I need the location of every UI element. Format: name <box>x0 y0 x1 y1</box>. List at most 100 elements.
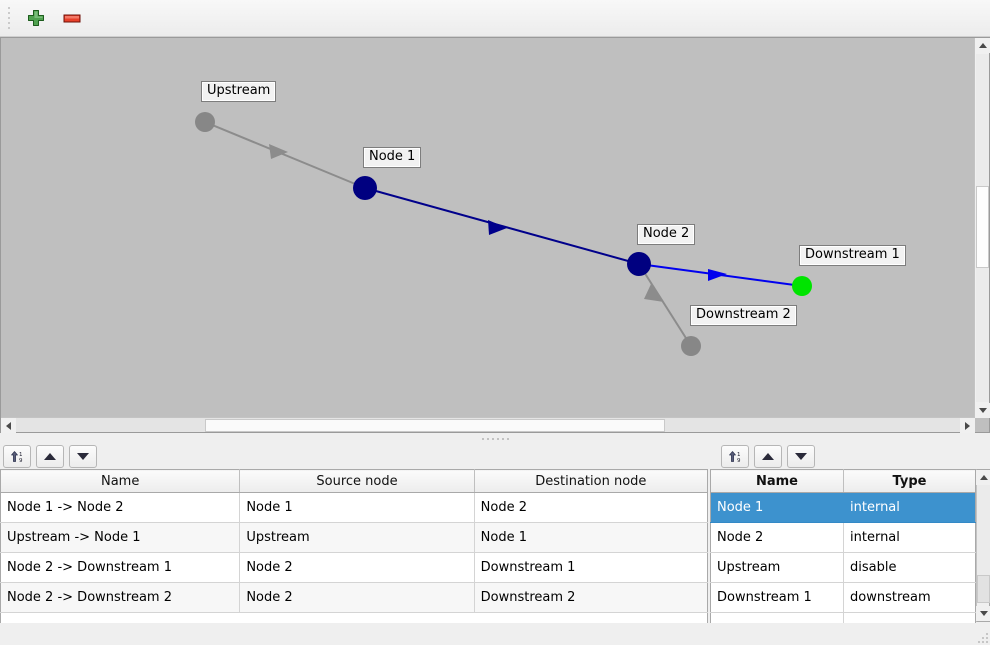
status-bar <box>0 623 990 645</box>
nodes-cell-type: internal <box>843 522 976 553</box>
nodes-panel-toolbar: 1 9 <box>710 443 990 469</box>
links-table[interactable]: Name Source node Destination node Node 1… <box>0 469 708 630</box>
window-resize-grip[interactable] <box>976 631 988 643</box>
svg-text:1: 1 <box>19 452 23 458</box>
nodes-move-up-button[interactable] <box>754 444 782 468</box>
links-table-container: Name Source node Destination node Node 1… <box>0 469 708 630</box>
graph-canvas-panel: Upstream Node 1 Node 2 Downstream 1 Down… <box>0 37 990 433</box>
links-cell-name: Node 2 -> Downstream 2 <box>0 582 241 613</box>
table-row[interactable]: Node 2 internal <box>710 522 976 553</box>
links-move-down-button[interactable] <box>69 444 97 468</box>
canvas-vscroll-thumb[interactable] <box>976 186 989 268</box>
graph-canvas[interactable]: Upstream Node 1 Node 2 Downstream 1 Down… <box>1 38 975 418</box>
green-plus-icon <box>28 10 44 26</box>
links-panel: 1 9 Name Source node Destination node <box>0 443 708 630</box>
sort-ascending-icon: 1 9 <box>728 450 741 464</box>
svg-text:1: 1 <box>737 452 741 458</box>
scroll-up-button[interactable] <box>975 38 990 53</box>
nodes-sort-button[interactable]: 1 9 <box>721 444 749 468</box>
remove-button[interactable] <box>56 3 88 33</box>
nodes-cell-name: Node 2 <box>710 522 844 553</box>
node-label-node2[interactable]: Node 2 <box>637 224 696 245</box>
scroll-left-button[interactable] <box>1 418 16 433</box>
canvas-hscroll-thumb[interactable] <box>205 419 665 432</box>
node-label-node1[interactable]: Node 1 <box>363 147 422 168</box>
node-label-downstream2[interactable]: Downstream 2 <box>690 305 797 326</box>
links-cell-destination: Downstream 1 <box>474 552 708 583</box>
triangle-up-icon <box>978 43 987 48</box>
node-label-upstream[interactable]: Upstream <box>201 81 277 102</box>
edge-node1-node2[interactable] <box>364 187 640 265</box>
graph-node-downstream1[interactable] <box>792 276 812 296</box>
links-col-source[interactable]: Source node <box>239 469 475 493</box>
graph-node-downstream2[interactable] <box>681 336 701 356</box>
add-button[interactable] <box>20 3 52 33</box>
triangle-right-icon <box>965 421 970 430</box>
graph-svg <box>195 112 812 356</box>
nodes-cell-name: Upstream <box>710 552 844 583</box>
triangle-down-icon <box>978 408 987 413</box>
links-panel-toolbar: 1 9 <box>0 443 708 469</box>
nodes-table-container: Name Type Node 1 internal Node 2 interna… <box>710 469 990 630</box>
nodes-col-name[interactable]: Name <box>710 469 844 493</box>
edge-node2-downstream2[interactable] <box>638 263 692 347</box>
arrow-down-icon <box>795 452 807 460</box>
nodes-vscroll-track-upper[interactable] <box>977 485 990 575</box>
toolbar-drag-grip[interactable] <box>4 7 14 29</box>
canvas-hscroll-track-left[interactable] <box>17 419 205 432</box>
graph-node-upstream[interactable] <box>195 112 215 132</box>
table-row[interactable]: Node 2 -> Downstream 2 Node 2 Downstream… <box>0 582 708 613</box>
panel-splitter[interactable] <box>0 434 990 443</box>
links-col-name[interactable]: Name <box>0 469 241 493</box>
edge-upstream-node1[interactable] <box>204 121 366 189</box>
nodes-scroll-up-button[interactable] <box>976 470 990 485</box>
nodes-move-down-button[interactable] <box>787 444 815 468</box>
nodes-panel: 1 9 Name Type <box>710 443 990 630</box>
links-cell-destination: Downstream 2 <box>474 582 708 613</box>
table-row[interactable]: Node 2 -> Downstream 1 Node 2 Downstream… <box>0 552 708 583</box>
triangle-up-icon <box>979 475 988 480</box>
links-sort-button[interactable]: 1 9 <box>3 444 31 468</box>
edge-node2-downstream1[interactable] <box>638 263 803 287</box>
nodes-cell-type: disable <box>843 552 976 583</box>
links-col-destination[interactable]: Destination node <box>474 469 708 493</box>
links-cell-destination: Node 2 <box>474 492 708 523</box>
splitter-grip-icon <box>481 437 509 440</box>
nodes-table[interactable]: Name Type Node 1 internal Node 2 interna… <box>710 469 976 630</box>
links-cell-name: Node 2 -> Downstream 1 <box>0 552 241 583</box>
scroll-down-button[interactable] <box>975 403 990 418</box>
scroll-right-button[interactable] <box>960 418 975 433</box>
nodes-cell-name: Downstream 1 <box>710 582 844 613</box>
canvas-horizontal-scrollbar[interactable] <box>1 417 975 433</box>
links-cell-name: Upstream -> Node 1 <box>0 522 241 553</box>
nodes-vscroll-thumb[interactable] <box>977 575 990 603</box>
triangle-left-icon <box>6 421 11 430</box>
table-row[interactable]: Upstream -> Node 1 Upstream Node 1 <box>0 522 708 553</box>
links-move-up-button[interactable] <box>36 444 64 468</box>
nodes-table-header-row: Name Type <box>710 469 976 493</box>
node-label-downstream1[interactable]: Downstream 1 <box>799 245 906 266</box>
nodes-col-type[interactable]: Type <box>843 469 976 493</box>
links-cell-source: Node 2 <box>239 552 475 583</box>
table-row[interactable]: Node 1 -> Node 2 Node 1 Node 2 <box>0 492 708 523</box>
table-row[interactable]: Node 1 internal <box>710 492 976 523</box>
canvas-hscroll-track-right[interactable] <box>665 419 959 432</box>
canvas-vscroll-track-lower[interactable] <box>976 268 989 402</box>
nodes-cell-name: Node 1 <box>710 492 844 523</box>
svg-text:9: 9 <box>737 458 741 464</box>
table-row[interactable]: Downstream 1 downstream <box>710 582 976 613</box>
arrow-up-icon <box>762 452 774 460</box>
canvas-vertical-scrollbar[interactable] <box>974 38 990 418</box>
nodes-scroll-down-button[interactable] <box>976 606 990 621</box>
graph-node-node2[interactable] <box>627 252 651 276</box>
table-row[interactable]: Upstream disable <box>710 552 976 583</box>
canvas-vscroll-track-upper[interactable] <box>976 54 989 186</box>
arrow-up-icon <box>44 452 56 460</box>
links-cell-source: Node 2 <box>239 582 475 613</box>
links-cell-source: Upstream <box>239 522 475 553</box>
nodes-vertical-scrollbar[interactable] <box>976 469 990 622</box>
graph-node-node1[interactable] <box>353 176 377 200</box>
svg-text:9: 9 <box>19 458 23 464</box>
arrow-down-icon <box>77 452 89 460</box>
